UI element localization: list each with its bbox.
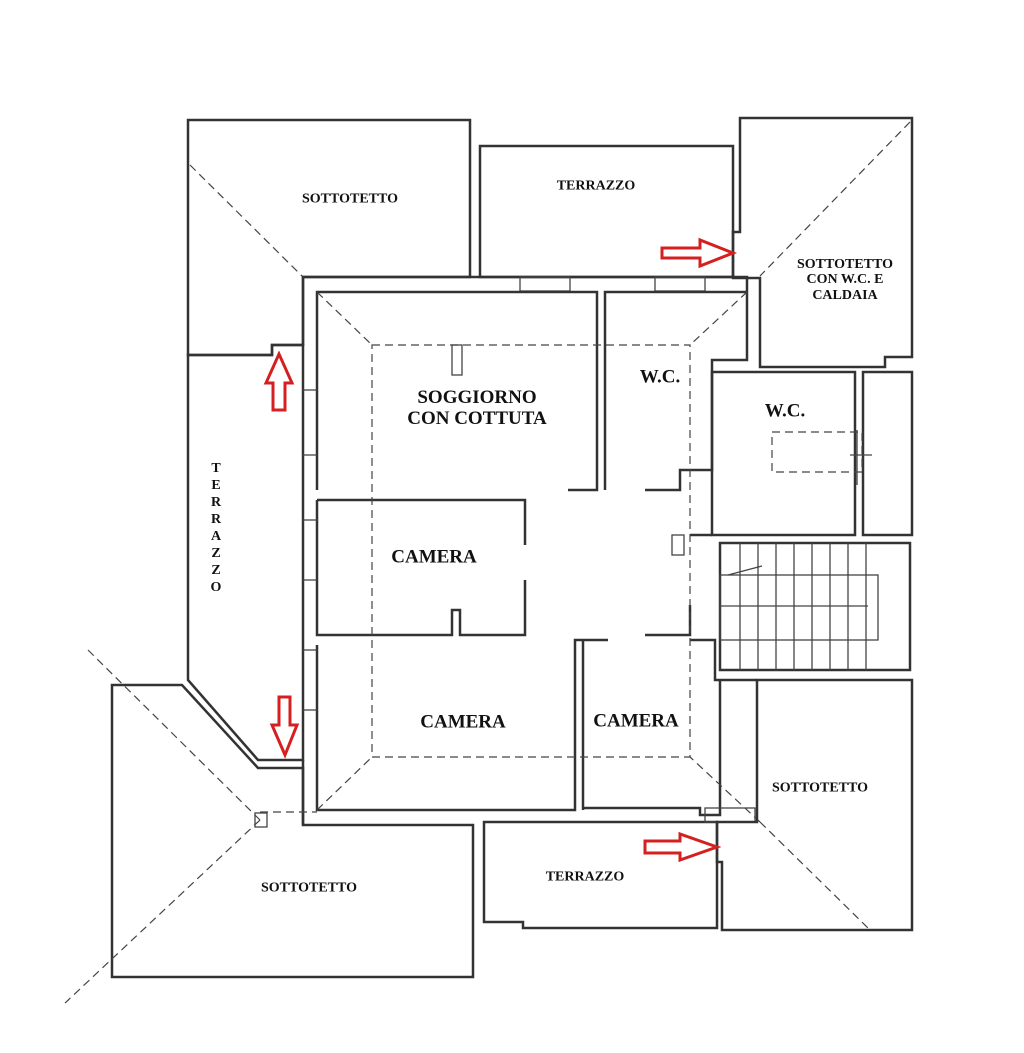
- room-label-camera-3: CAMERA: [593, 710, 679, 732]
- sottotetto-bottom-right-area: [715, 678, 914, 932]
- label-line: CON COTTUTA: [407, 408, 547, 429]
- arrow-down-icon: [269, 695, 300, 759]
- room-label-soggiorno: SOGGIORNO CON COTTUTA: [407, 387, 547, 430]
- room-label-sottotetto-top-right: SOTTOTETTO CON W.C. E CALDAIA: [797, 257, 893, 303]
- arrow-up-icon: [263, 350, 295, 412]
- sottotetto-bottom-left-area: [110, 683, 475, 979]
- room-label-sottotetto-top-left: SOTTOTETTO: [302, 191, 398, 207]
- label-line: CON W.C. E: [806, 272, 884, 288]
- room-label-wc-2: W.C.: [764, 400, 806, 422]
- room-label-sottotetto-bottom-left: SOTTOTETTO: [261, 880, 357, 896]
- label-line: CALDAIA: [812, 287, 878, 303]
- room-label-terrazzo-left: TERRAZZO: [210, 461, 222, 595]
- room-label-terrazzo-top: TERRAZZO: [556, 178, 636, 194]
- room-label-camera-1: CAMERA: [391, 546, 477, 568]
- sottotetto-top-right-area: [731, 116, 914, 369]
- room-label-terrazzo-bottom: TERRAZZO: [545, 869, 625, 885]
- wc-2-area: [710, 370, 857, 537]
- room-label-camera-2: CAMERA: [420, 711, 506, 733]
- sottotetto-top-left-area: [186, 118, 472, 357]
- label-line: SOTTOTETTO: [797, 256, 893, 272]
- arrow-right-icon: [660, 237, 738, 269]
- label-line: SOGGIORNO: [417, 387, 537, 409]
- room-label-sottotetto-bottom-right: SOTTOTETTO: [772, 780, 868, 796]
- arrow-right-icon: [643, 831, 722, 863]
- room-label-wc-1: W.C.: [639, 366, 681, 388]
